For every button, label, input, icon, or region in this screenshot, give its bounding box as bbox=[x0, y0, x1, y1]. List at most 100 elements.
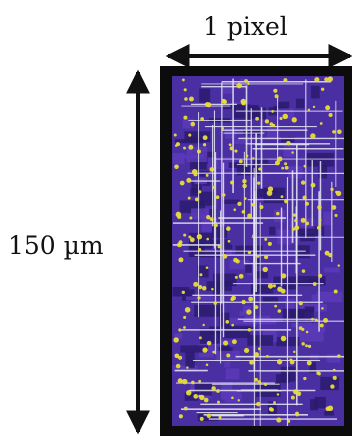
via-contact bbox=[277, 156, 283, 162]
via-contact bbox=[258, 167, 262, 171]
via-contact bbox=[183, 406, 188, 411]
via-contact bbox=[291, 151, 294, 154]
via-contact bbox=[269, 122, 274, 126]
substrate-patch bbox=[200, 191, 215, 206]
via-contact bbox=[181, 378, 188, 385]
via-contact bbox=[231, 396, 234, 400]
substrate-patch bbox=[224, 359, 231, 368]
via-contact bbox=[301, 269, 306, 273]
substrate-patch bbox=[289, 218, 315, 229]
substrate-patch bbox=[326, 354, 341, 363]
via-contact bbox=[252, 157, 255, 160]
substrate-patch bbox=[185, 352, 195, 368]
substrate-patch bbox=[309, 362, 316, 373]
via-contact bbox=[337, 354, 341, 358]
substrate-patch bbox=[324, 410, 335, 416]
via-contact bbox=[274, 304, 278, 308]
via-contact bbox=[199, 416, 204, 421]
via-contact bbox=[199, 273, 203, 277]
substrate-patch bbox=[259, 319, 277, 325]
substrate-patch bbox=[225, 249, 233, 256]
substrate-patch bbox=[318, 164, 328, 179]
via-contact bbox=[257, 380, 261, 384]
via-contact bbox=[242, 183, 247, 189]
via-contact bbox=[230, 297, 235, 302]
substrate-patch bbox=[184, 131, 211, 143]
via-contact bbox=[196, 234, 203, 240]
via-contact bbox=[271, 110, 274, 113]
via-contact bbox=[262, 266, 268, 273]
via-contact bbox=[184, 307, 191, 313]
substrate-patch bbox=[199, 88, 211, 103]
via-contact bbox=[181, 78, 185, 82]
via-contact bbox=[291, 227, 295, 231]
via-contact bbox=[184, 97, 188, 101]
substrate-patch bbox=[306, 152, 334, 167]
via-contact bbox=[227, 239, 231, 243]
substrate-patch bbox=[267, 401, 277, 415]
via-contact bbox=[178, 328, 182, 332]
via-contact bbox=[330, 187, 334, 192]
via-contact bbox=[217, 245, 221, 249]
via-contact bbox=[298, 301, 303, 306]
via-contact bbox=[254, 305, 259, 310]
via-contact bbox=[275, 160, 280, 166]
substrate-patch bbox=[182, 289, 195, 301]
substrate-patch bbox=[184, 392, 199, 401]
substrate-patch bbox=[323, 211, 332, 226]
substrate-patch bbox=[180, 345, 208, 353]
via-contact bbox=[188, 133, 192, 137]
via-contact bbox=[205, 266, 209, 269]
via-contact bbox=[276, 393, 280, 396]
substrate-patch bbox=[255, 271, 268, 279]
substrate-patch bbox=[172, 153, 185, 165]
via-contact bbox=[183, 233, 187, 237]
substrate-patch bbox=[304, 306, 315, 313]
substrate-patch bbox=[223, 317, 247, 325]
via-contact bbox=[259, 205, 264, 210]
substrate-patch bbox=[233, 393, 242, 400]
via-contact bbox=[264, 119, 270, 124]
via-contact bbox=[228, 143, 232, 147]
via-contact bbox=[267, 186, 274, 192]
via-contact bbox=[306, 360, 312, 366]
via-contact bbox=[226, 226, 231, 231]
via-contact bbox=[311, 317, 314, 321]
via-contact bbox=[324, 250, 330, 256]
substrate-patch bbox=[283, 143, 295, 158]
via-contact bbox=[191, 380, 195, 385]
width-label: 1 pixel bbox=[203, 12, 288, 41]
via-contact bbox=[193, 394, 199, 399]
via-contact bbox=[230, 180, 235, 185]
via-contact bbox=[327, 76, 333, 82]
via-contact bbox=[276, 417, 282, 423]
via-contact bbox=[251, 202, 255, 207]
substrate-patch bbox=[280, 136, 295, 143]
via-contact bbox=[206, 340, 212, 346]
substrate-patch bbox=[182, 118, 195, 129]
via-contact bbox=[196, 149, 201, 154]
via-contact bbox=[284, 162, 288, 166]
via-contact bbox=[276, 359, 283, 365]
via-contact bbox=[240, 98, 247, 105]
substrate-patch bbox=[310, 399, 318, 411]
substrate-patch bbox=[228, 162, 244, 169]
via-contact bbox=[194, 197, 199, 202]
via-contact bbox=[272, 284, 276, 288]
via-contact bbox=[312, 282, 317, 287]
via-contact bbox=[200, 117, 204, 121]
via-contact bbox=[298, 326, 303, 330]
via-contact bbox=[244, 79, 248, 83]
via-contact bbox=[175, 142, 180, 147]
via-contact bbox=[183, 146, 186, 150]
via-contact bbox=[213, 301, 218, 305]
via-contact bbox=[209, 217, 214, 222]
via-contact bbox=[316, 225, 321, 230]
via-contact bbox=[307, 344, 312, 348]
via-contact bbox=[273, 88, 278, 93]
substrate-patch bbox=[174, 333, 183, 339]
via-contact bbox=[256, 401, 261, 407]
via-contact bbox=[183, 326, 186, 329]
via-contact bbox=[330, 384, 335, 389]
